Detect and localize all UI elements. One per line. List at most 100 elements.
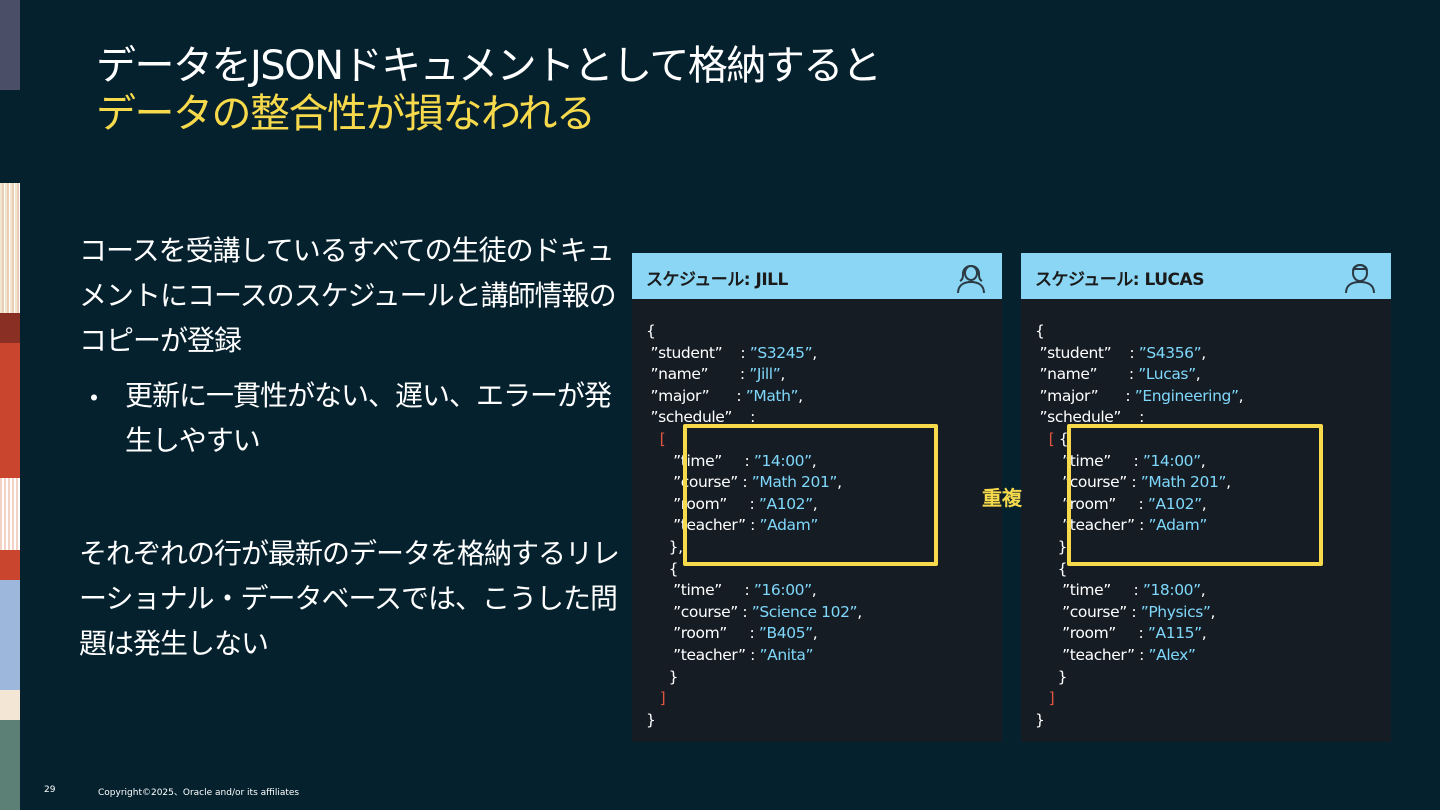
code-bracket: [ [659,429,666,448]
code-value: ”Anita” [759,645,814,664]
code-line: ”time” : ”16:00”, [646,580,862,602]
code-key: ”schedule” : [646,408,756,427]
bullet-1: 更新に一貫性がない、遅い、エラーが発生しやすい [125,379,612,457]
code-key: ”student” : [1035,343,1139,362]
code-key [646,430,660,448]
code-line: ”student” : ”S3245”, [646,343,862,365]
code-value: ”B405” [758,624,813,643]
code-key: } [646,667,679,686]
code-line: }, [646,537,862,559]
code-key: ”teacher” : [646,516,760,535]
code-key: ”course” : [646,473,752,492]
json-code-block: { ”student” : ”S4356”, ”name” : ”Lucas”,… [1035,321,1243,731]
title-line-1: データをJSONドキュメントとして格納すると [96,43,882,89]
code-line: ”teacher” : ”Adam” [646,515,862,537]
code-value: ”14:00” [753,451,812,470]
card-header: スケジュール: LUCAS [1021,253,1391,299]
code-key: }, [646,537,683,556]
code-key [646,689,660,707]
paragraph-1: コースを受講しているすべての生徒のドキュメントにコースのスケジュールと講師情報の… [79,234,617,357]
code-line: ”teacher” : ”Alex” [1035,645,1243,667]
code-line: ”name” : ”Jill”, [646,364,862,386]
code-key: { [646,322,656,340]
duplicate-highlight-left [683,424,938,566]
code-key: { [1035,559,1068,578]
page-number: 29 [44,785,56,795]
title-line-2: データの整合性が損なわれる [96,91,596,137]
code-line: { [646,559,862,581]
code-value: ”Math 201” [1140,473,1227,492]
code-punct: , [1201,343,1206,362]
code-value: ”Alex” [1148,645,1196,664]
paragraph-2: それぞれの行が最新のデータを格納するリレーショナル・データベースでは、こうした問… [79,537,620,660]
code-punct: , [1226,473,1231,492]
code-key: ”room” : [1035,624,1148,643]
code-line: ”time” : ”18:00”, [1035,580,1243,602]
code-line: ”major” : ”Math”, [646,386,862,408]
female-user-icon [957,265,985,294]
code-key: ”room” : [646,624,759,643]
code-line: ”course” : ”Science 102”, [646,602,862,624]
code-key: } [1035,710,1045,729]
card-header: スケジュール: JILL [632,253,1002,299]
code-punct: , [798,386,803,405]
schedule-card-lucas: スケジュール: LUCAS { ”student” : ”S4356”, ”na… [1021,253,1391,742]
code-punct: , [857,602,862,621]
card-title: スケジュール: LUCAS [1035,270,1204,290]
code-value: ”A102” [758,494,813,513]
duplicate-highlight-right [1067,424,1323,566]
code-key [1035,430,1049,448]
code-line: ] [1035,688,1243,710]
code-value: ”Adam” [759,516,819,535]
code-key: ”course” : [1035,473,1141,492]
code-line: ”teacher” : ”Adam” [1035,515,1243,537]
code-key: ”teacher” : [646,645,760,664]
code-line: ] [646,688,862,710]
code-key: ”time” : [1035,581,1143,600]
code-key: ”teacher” : [1035,645,1149,664]
code-punct: , [811,581,817,600]
code-punct: , [837,473,842,492]
code-line: { [1035,321,1243,343]
code-value: ”16:00” [753,581,812,600]
code-key: } [646,710,656,729]
code-key: ”major” : [1035,386,1135,405]
code-punct: , [811,451,817,470]
code-line: ”room” : ”A102”, [1035,494,1243,516]
code-line: { [646,321,862,343]
code-line: ”schedule” : [646,407,862,429]
code-key: ”course” : [646,602,752,621]
code-key: { [646,559,679,578]
code-key: ”course” : [1035,602,1141,621]
json-code-block: { ”student” : ”S3245”, ”name” : ”Jill”, … [646,321,862,731]
code-line: } [646,710,862,732]
code-key: ”time” : [646,581,754,600]
code-value: ”S4356” [1138,343,1202,362]
card-title: スケジュール: JILL [646,270,788,290]
code-value: ”Math 201” [751,473,838,492]
code-line: ”schedule” : [1035,407,1243,429]
code-line: ”course” : ”Math 201”, [646,472,862,494]
code-value: ”Adam” [1148,516,1208,535]
code-punct: , [1210,602,1216,621]
code-key: } [1035,667,1068,686]
code-punct: , [812,494,818,513]
code-key: ”name” : [1035,365,1139,384]
code-value: ”Physics” [1140,602,1211,621]
slide-title: データをJSONドキュメントとして格納すると データの整合性が損なわれる [96,42,882,138]
code-key: ”room” : [1035,494,1148,513]
code-punct: , [1201,624,1207,643]
code-key: ”name” : [646,365,750,384]
code-punct: , [1195,365,1201,384]
code-bracket: ] [659,689,666,708]
code-punct: , [1200,581,1206,600]
duplicate-label: 重複 [982,486,1022,510]
code-key: ”major” : [646,386,746,405]
code-key: ”time” : [1035,451,1143,470]
code-key [1035,689,1049,707]
code-bracket: [ [1048,429,1055,448]
code-line: ”teacher” : ”Anita” [646,645,862,667]
code-punct: , [812,343,817,362]
code-line: ”major” : ”Engineering”, [1035,386,1244,408]
code-line: [ { [1035,429,1243,451]
